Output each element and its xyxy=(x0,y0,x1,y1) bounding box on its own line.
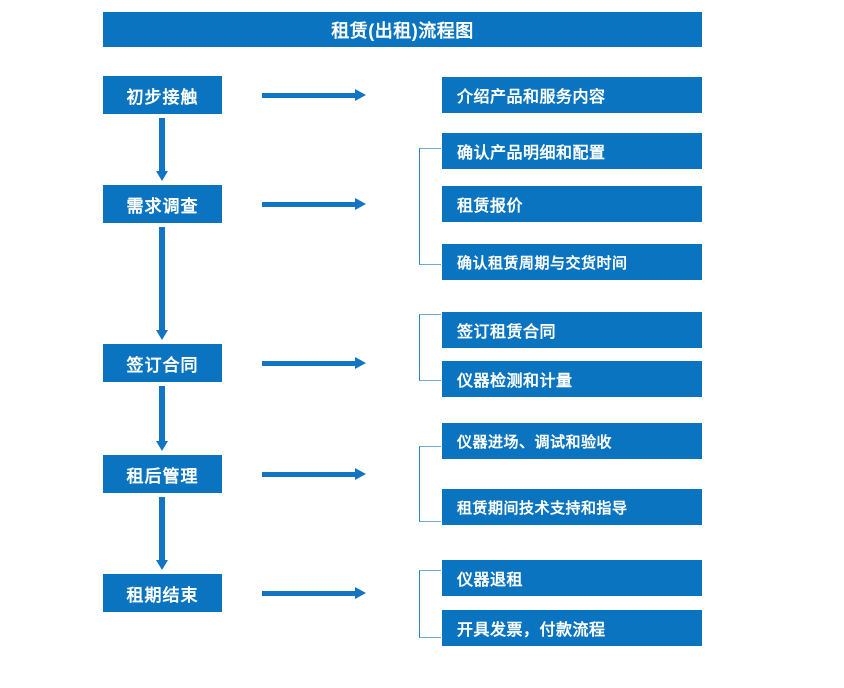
flow-arrow-down-1 xyxy=(156,118,168,181)
detail-box-3-2[interactable]: 仪器检测和计量 xyxy=(442,361,702,397)
branch-arrow-right-1 xyxy=(262,89,366,101)
stage-box-4[interactable]: 租后管理 xyxy=(103,455,222,493)
group-bracket-4 xyxy=(419,446,441,522)
diagram-title: 租赁(出租)流程图 xyxy=(103,12,702,47)
detail-box-2-3[interactable]: 确认租赁周期与交货时间 xyxy=(442,244,702,280)
stage-box-3[interactable]: 签订合同 xyxy=(103,344,222,382)
detail-box-4-2[interactable]: 租赁期间技术支持和指导 xyxy=(442,489,702,525)
detail-box-5-2[interactable]: 开具发票，付款流程 xyxy=(442,610,702,646)
branch-arrow-right-2 xyxy=(262,198,366,210)
group-bracket-5 xyxy=(419,570,441,638)
branch-arrow-right-3 xyxy=(262,357,366,369)
detail-box-5-1[interactable]: 仪器退租 xyxy=(442,560,702,596)
stage-box-5[interactable]: 租期结束 xyxy=(103,574,222,612)
detail-box-1-1[interactable]: 介绍产品和服务内容 xyxy=(442,77,702,113)
group-bracket-3 xyxy=(419,314,441,381)
detail-box-2-2[interactable]: 租赁报价 xyxy=(442,186,702,222)
detail-box-2-1[interactable]: 确认产品明细和配置 xyxy=(442,133,702,169)
stage-box-2[interactable]: 需求调查 xyxy=(103,185,222,223)
branch-arrow-right-5 xyxy=(262,587,366,599)
flow-arrow-down-2 xyxy=(156,227,168,340)
flow-arrow-down-3 xyxy=(156,386,168,451)
detail-box-4-1[interactable]: 仪器进场、调试和验收 xyxy=(442,423,702,459)
stage-box-1[interactable]: 初步接触 xyxy=(103,76,222,114)
flow-arrow-down-4 xyxy=(156,497,168,570)
group-bracket-2 xyxy=(419,148,441,265)
branch-arrow-right-4 xyxy=(262,468,366,480)
detail-box-3-1[interactable]: 签订租赁合同 xyxy=(442,312,702,348)
